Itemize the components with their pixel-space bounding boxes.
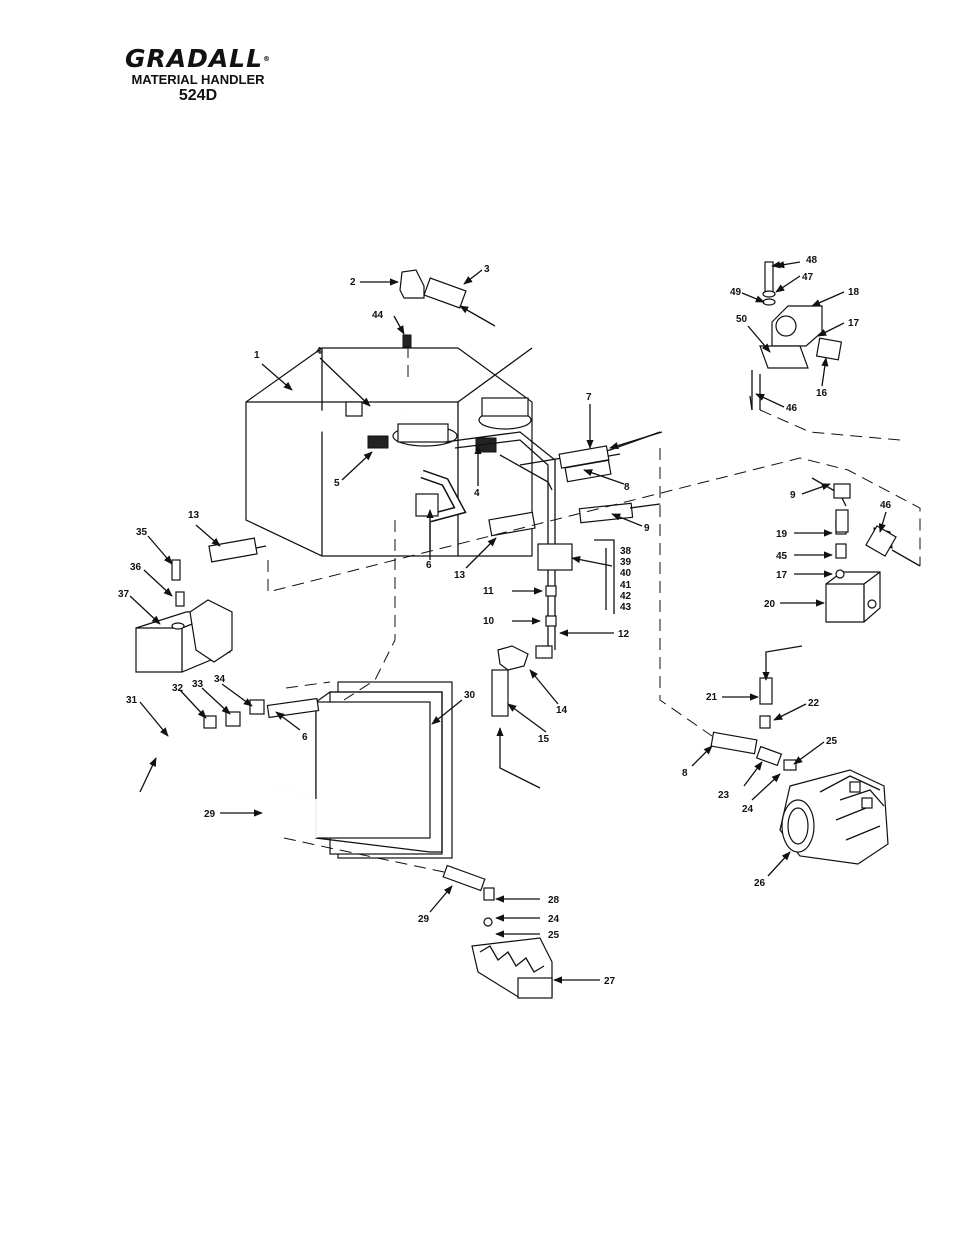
callout-49: 49 [730,287,742,298]
callout-33: 33 [192,679,204,690]
callout-29: 29 [418,914,430,925]
hose-lines [152,261,921,901]
callout-19: 19 [776,529,788,540]
callout-25: 25 [826,736,838,747]
control-valve [471,917,553,999]
callout-42: 42 [620,591,632,602]
callout-41: 41 [620,580,632,591]
hydraulic-tank [245,347,556,650]
callout-2: 2 [350,277,356,288]
callout-4: 4 [474,488,480,499]
callout-43: 43 [620,602,632,613]
callout-16: 16 [816,388,828,399]
callout-10: 10 [483,616,495,627]
callout-20: 20 [764,599,776,610]
callout-40: 40 [620,568,632,579]
callout-37: 37 [118,589,130,600]
callout-14: 14 [556,705,568,716]
callout-46: 46 [880,500,892,511]
product-subtitle: MATERIAL HANDLER [131,72,265,87]
callout-9: 9 [790,490,796,501]
callout-12: 12 [618,629,630,640]
callout-21: 21 [706,692,718,703]
callout-48: 48 [806,255,818,266]
callout-34: 34 [214,674,226,685]
callout-31: 31 [126,695,138,706]
callout-50: 50 [736,314,748,325]
callout-47: 47 [802,272,814,283]
registered-mark: ® [263,55,272,63]
brand-header: GRADALL® MATERIAL HANDLER 524D [108,46,288,105]
callout-38: 38 [620,546,632,557]
callout-35: 35 [136,527,148,538]
callout-15: 15 [538,734,550,745]
callout-leaders [129,261,887,984]
callout-29: 29 [204,809,216,820]
brand-name: GRADALL [124,44,264,73]
callout-17: 17 [776,570,788,581]
callout-7: 7 [586,392,592,403]
callout-18: 18 [848,287,860,298]
callout-5: 5 [334,478,340,489]
callout-30: 30 [464,690,476,701]
callout-45: 45 [776,551,788,562]
hydraulic-pump [779,769,889,865]
model-number: 524D [178,87,218,104]
callout-24: 24 [742,804,754,815]
callout-13: 13 [188,510,200,521]
elbow-fitting-assembly [399,269,467,348]
solenoid-valve [751,305,843,410]
callout-6: 6 [426,560,432,571]
callout-46: 46 [786,403,798,414]
callout-3: 3 [484,264,490,275]
callout-39: 39 [620,557,632,568]
callout-1: 1 [254,350,260,361]
callout-32: 32 [172,683,184,694]
callout-8: 8 [624,482,630,493]
callout-22: 22 [808,698,820,709]
callout-27: 27 [604,976,616,987]
connection-lines [267,346,921,873]
callout-23: 23 [718,790,730,801]
callout-25: 25 [548,930,560,941]
callout-24: 24 [548,914,560,925]
callout-36: 36 [130,562,142,573]
brand-logo: GRADALL® [108,46,288,72]
callout-11: 11 [483,586,494,597]
callout-8: 8 [682,768,688,779]
callout-17: 17 [848,318,860,329]
callout-6: 6 [302,732,308,743]
callout-28: 28 [548,895,560,906]
callout-labels: 1 2 3 4 4 5 6 6 7 8 8 9 9 10 11 12 13 13… [118,255,892,987]
oil-cooler [315,681,453,859]
heater-block [135,599,233,673]
callout-9: 9 [644,523,650,534]
callout-13: 13 [454,570,466,581]
callout-4: 4 [316,346,322,357]
callout-44: 44 [372,310,384,321]
callout-26: 26 [754,878,766,889]
